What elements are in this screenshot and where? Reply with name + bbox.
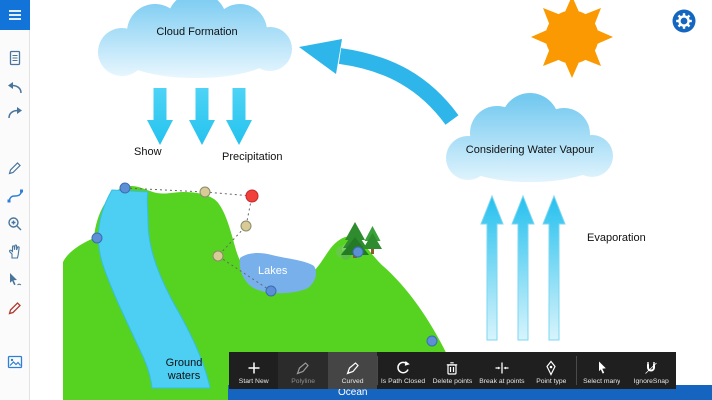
- is-path-closed-button[interactable]: Is Path Closed: [378, 352, 427, 389]
- lake-shape[interactable]: [239, 253, 316, 294]
- undo-icon: [8, 82, 22, 94]
- plus-icon: [246, 359, 262, 376]
- hamburger-menu-button[interactable]: [0, 0, 30, 30]
- control-point-blue: [265, 285, 277, 297]
- sidebar-item-image[interactable]: [3, 350, 27, 374]
- hand-icon: [9, 244, 20, 259]
- curve-tool-icon: [7, 189, 23, 203]
- sidebar-item-select[interactable]: [3, 268, 27, 292]
- trash-icon: [444, 359, 460, 376]
- sidebar-item-pen[interactable]: [3, 296, 27, 320]
- control-point-red: [245, 189, 259, 203]
- sun: [531, 0, 613, 78]
- gear-icon: [672, 9, 696, 33]
- redo-icon: [8, 107, 22, 119]
- nib-icon: [543, 359, 559, 376]
- red-pen-icon: [8, 302, 21, 315]
- control-point-blue: [426, 335, 438, 347]
- sidebar-item-document[interactable]: [3, 46, 27, 70]
- sidebar-item-redo[interactable]: [3, 101, 27, 125]
- settings-button[interactable]: [672, 9, 696, 33]
- curved-pen-icon: [345, 359, 361, 376]
- sidebar-item-undo[interactable]: [3, 76, 27, 100]
- polyline-pen-icon: [295, 359, 311, 376]
- select-cursor-icon: [594, 359, 610, 376]
- tool-sidebar: [0, 0, 30, 400]
- start-new-button[interactable]: Start New: [229, 352, 278, 389]
- evaporation-arrows[interactable]: [480, 194, 566, 341]
- image-icon: [7, 355, 23, 369]
- control-point-tan: [199, 186, 211, 198]
- control-point-blue: [91, 232, 103, 244]
- select-many-button[interactable]: Select many: [577, 352, 626, 389]
- break-icon: [494, 359, 510, 376]
- path-edit-toolbar: Start New Polyline Curved Is Path Closed: [229, 352, 676, 389]
- sidebar-item-zoom[interactable]: [3, 212, 27, 236]
- sidebar-item-pencil[interactable]: [3, 156, 27, 180]
- cloud-formation-shape[interactable]: [98, 0, 292, 78]
- pencil-icon: [8, 162, 21, 175]
- break-at-points-button[interactable]: Break at points: [477, 352, 526, 389]
- drawing-canvas[interactable]: [30, 0, 712, 400]
- magnet-icon: [643, 359, 659, 376]
- hamburger-icon: [9, 10, 21, 20]
- magnifier-icon: [8, 217, 22, 231]
- delete-points-button[interactable]: Delete points: [428, 352, 477, 389]
- control-point-blue: [352, 246, 364, 258]
- construction-dotted-line: [124, 187, 272, 292]
- document-icon: [9, 50, 21, 66]
- river-shape[interactable]: [97, 189, 211, 389]
- point-type-button[interactable]: Point type: [527, 352, 576, 389]
- toolbar-separator: [377, 356, 379, 385]
- control-point-tan: [212, 250, 224, 262]
- sidebar-item-curve-tool[interactable]: [3, 184, 27, 208]
- polyline-button[interactable]: Polyline: [278, 352, 328, 389]
- ignore-snap-button[interactable]: IgnoreSnap: [627, 352, 676, 389]
- water-vapour-cloud-shape[interactable]: [446, 93, 613, 182]
- curved-button[interactable]: Curved: [327, 352, 378, 389]
- control-point-blue: [119, 182, 131, 194]
- cursor-icon: [10, 273, 22, 286]
- refresh-icon: [395, 359, 411, 376]
- sidebar-item-pan[interactable]: [3, 240, 27, 264]
- condensation-arrow[interactable]: [299, 39, 459, 125]
- control-point-tan: [240, 220, 252, 232]
- precipitation-arrows[interactable]: [147, 88, 252, 145]
- toolbar-separator: [576, 356, 578, 385]
- control-points[interactable]: [91, 182, 438, 347]
